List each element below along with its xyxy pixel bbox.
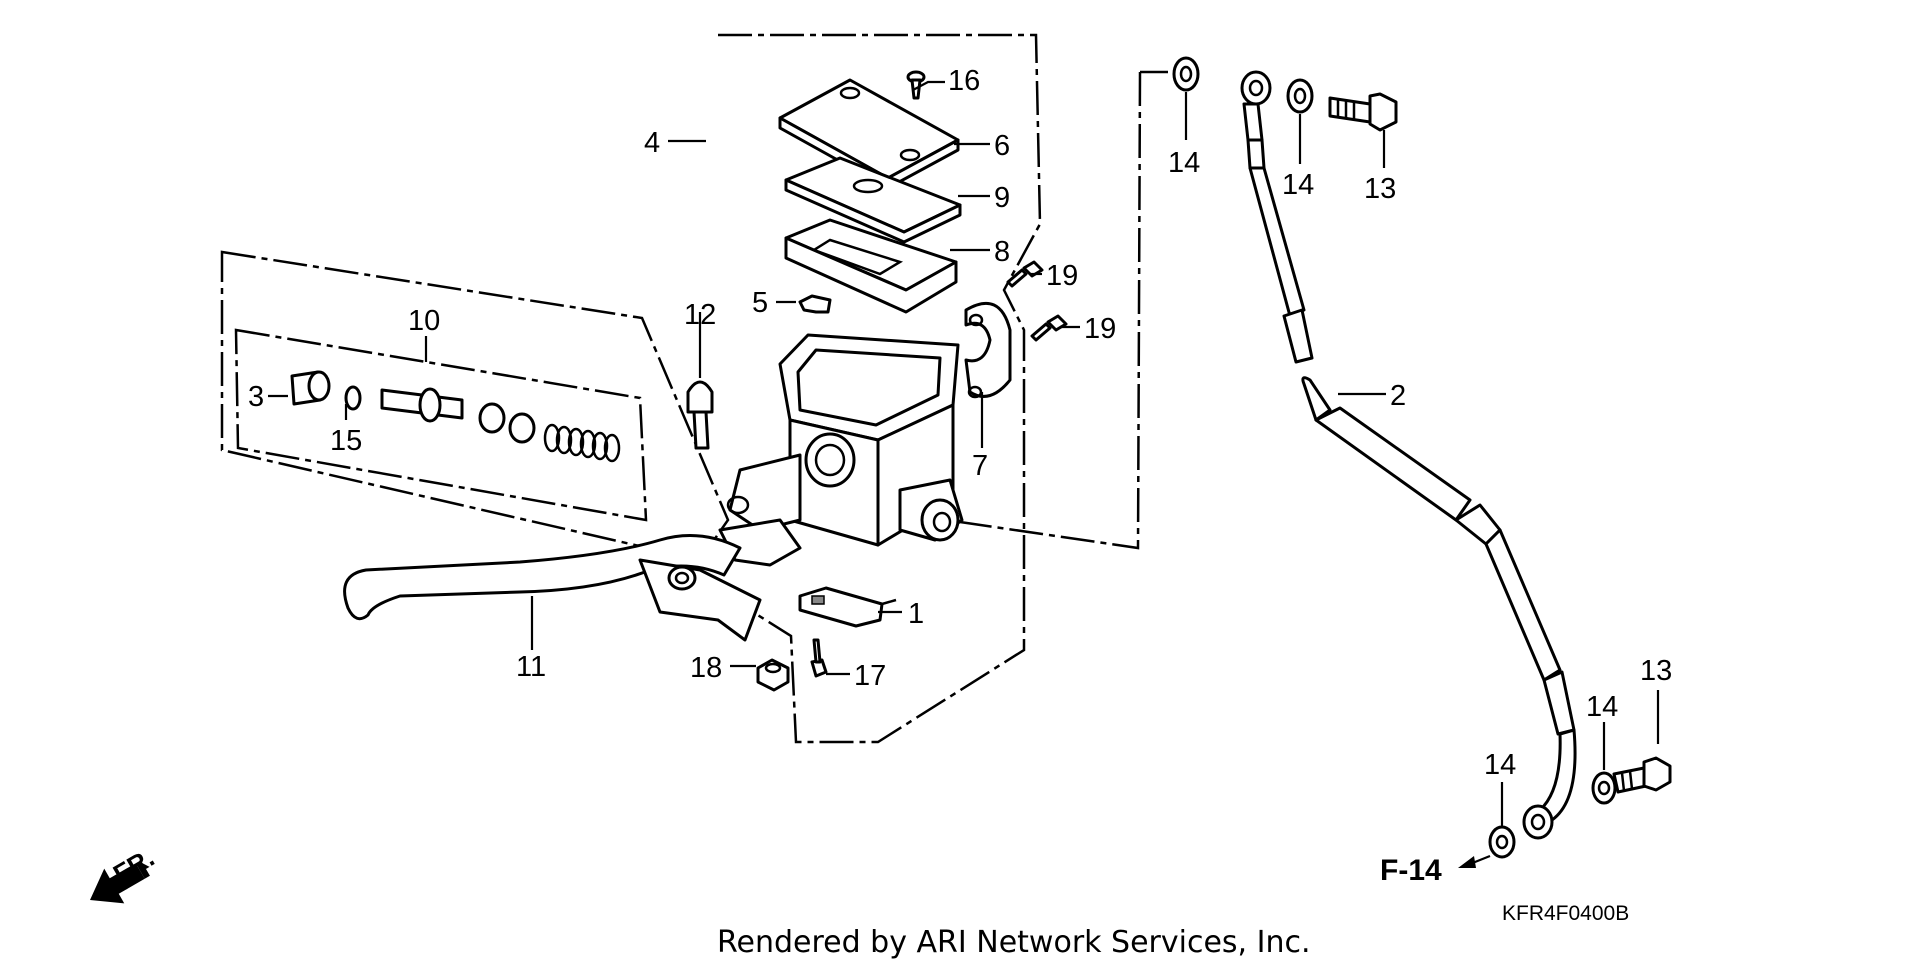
group-outline-lever bbox=[220, 250, 730, 562]
oil-bolt-top bbox=[1328, 92, 1398, 132]
master-cylinder-body bbox=[718, 333, 964, 567]
label-part-14-bottom-left: 14 bbox=[1484, 749, 1516, 781]
label-part-13-bottom: 13 bbox=[1640, 655, 1672, 687]
switch-screw bbox=[810, 638, 828, 678]
sealing-washer-top-right bbox=[1286, 78, 1314, 114]
label-part-15: 15 bbox=[330, 425, 362, 457]
holder-bolt-upper bbox=[1006, 260, 1044, 288]
label-part-14-top-right: 14 bbox=[1282, 169, 1314, 201]
label-part-7: 7 bbox=[972, 450, 988, 482]
group-outline-master-cylinder bbox=[717, 33, 1042, 744]
label-part-14-bottom-right: 14 bbox=[1586, 691, 1618, 723]
label-part-8: 8 bbox=[994, 236, 1010, 268]
label-part-1: 1 bbox=[908, 598, 924, 630]
oil-bolt-bottom bbox=[1612, 756, 1672, 794]
cap-screw bbox=[906, 70, 926, 100]
brake-lever bbox=[343, 534, 762, 642]
label-part-13-top: 13 bbox=[1364, 173, 1396, 205]
reservoir-clip bbox=[798, 294, 832, 314]
label-part-12: 12 bbox=[684, 299, 716, 331]
front-stop-switch bbox=[798, 586, 897, 628]
sealing-washer-bottom-right bbox=[1591, 771, 1617, 805]
pivot-bolt bbox=[686, 380, 714, 450]
label-part-16: 16 bbox=[948, 65, 980, 97]
label-part-19-upper: 19 bbox=[1046, 260, 1078, 292]
sealing-washer-bottom-left bbox=[1488, 825, 1516, 859]
label-part-4: 4 bbox=[644, 127, 660, 159]
label-part-5: 5 bbox=[752, 287, 768, 319]
label-part-10: 10 bbox=[408, 305, 440, 337]
reference-label: F-14 bbox=[1380, 854, 1442, 887]
label-part-2: 2 bbox=[1390, 380, 1406, 412]
label-part-14-top-left: 14 bbox=[1168, 147, 1200, 179]
group-outline-piston-kit bbox=[234, 328, 648, 522]
piston-kit bbox=[290, 370, 621, 463]
label-part-6: 6 bbox=[994, 130, 1010, 162]
brake-hose bbox=[1240, 70, 1577, 840]
front-direction-arrow-icon bbox=[90, 860, 150, 904]
diaphragm bbox=[784, 218, 958, 314]
footer-credit: Rendered by ARI Network Services, Inc. bbox=[717, 925, 1311, 959]
sealing-washer-top-left bbox=[1172, 56, 1200, 92]
group-outline-hose bbox=[959, 70, 1168, 550]
master-cylinder-holder bbox=[964, 301, 1012, 399]
leader-lines bbox=[268, 80, 1660, 826]
label-part-3: 3 bbox=[248, 381, 264, 413]
pivot-nut bbox=[756, 658, 790, 692]
label-part-11: 11 bbox=[516, 651, 546, 683]
label-part-9: 9 bbox=[994, 182, 1010, 214]
label-part-17: 17 bbox=[854, 660, 886, 692]
label-part-18: 18 bbox=[690, 652, 722, 684]
diaphragm-plate bbox=[784, 156, 962, 244]
diagram-code: KFR4F0400B bbox=[1502, 902, 1629, 925]
reference-arrow bbox=[1458, 854, 1491, 868]
label-part-19-lower: 19 bbox=[1084, 313, 1116, 345]
